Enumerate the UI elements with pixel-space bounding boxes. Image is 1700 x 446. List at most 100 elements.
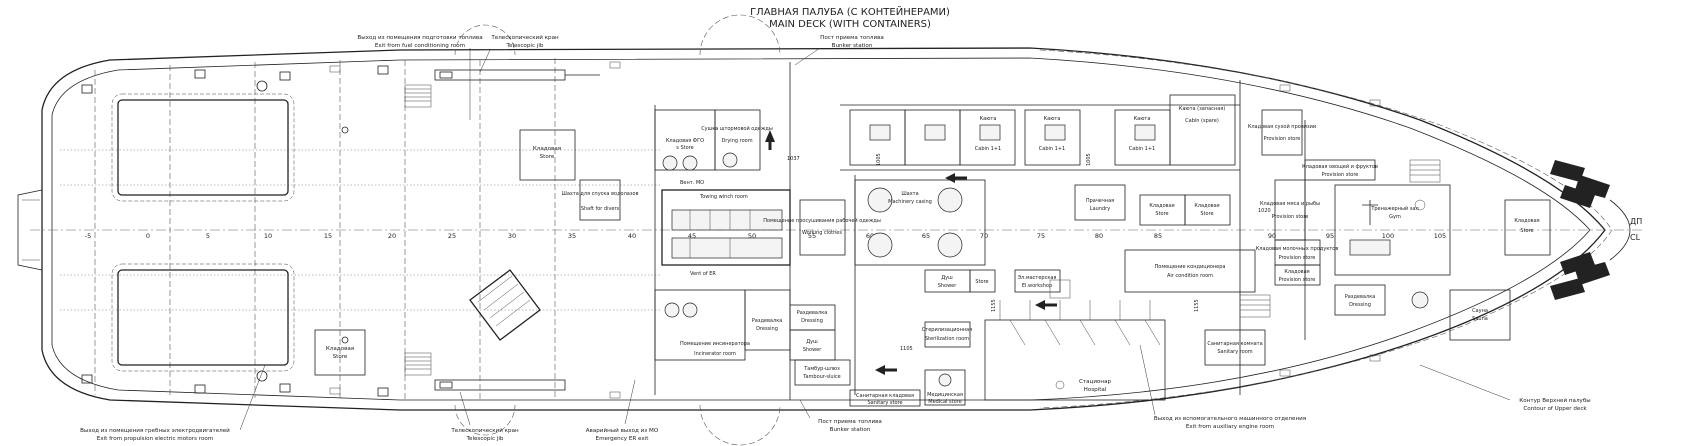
callout-bunker-top-en: Bunker station [832,43,873,49]
room-dressing-a-ru: Раздевалка [752,318,783,324]
container-top [117,99,289,196]
room-work-clothes-ru: Помещение просушивания рабочей одежды [763,217,881,224]
midship-zone: Кладовая ФГО s Store Сушка штормовой оде… [654,62,1266,407]
frame-number: 65 [922,232,930,240]
dimension-label: 1005 [1086,153,1092,166]
callout-bunker-bottom-en: Bunker station [830,427,871,433]
room-shower-b-ru: Душ [806,339,818,345]
room-laundry-en: Laundry [1090,206,1110,212]
room-provision-veg-ru: Кладовая овощей и фруктов [1302,163,1378,170]
room-sanitary-room-ru: Санитарная комната [1207,341,1262,347]
container-bottom [117,269,289,366]
frame-number: 5 [206,232,210,240]
room-sanitary-store-en: Sanitary store [867,400,902,406]
room-laundry-ru: Прачечная [1086,198,1114,204]
room-gym-ru: Тренажерный зал [1370,205,1418,212]
room-ffs-store-ru: Кладовая ФГО [666,138,704,144]
room-drying-ru: Сушка штормовой одежды [701,125,773,132]
frame-number: 15 [324,232,332,240]
side-fittings [329,61,1381,399]
callout-bunker-bottom-ru: Пост приема топлива [818,419,882,425]
callout-emergency-en: Emergency ER exit [596,436,650,442]
title-ru: ГЛАВНАЯ ПАЛУБА (С КОНТЕЙНЕРАМИ) [750,5,950,18]
room-store-aft-top-ru: Кладовая [533,146,561,152]
room-incinerator-ru: Помещение инсинератора [680,341,750,347]
room-sterilization-ru: Стерилизационная [922,327,972,333]
dimension-label: 1005 [876,153,882,166]
room-sterilization-en: Sterilization room [925,336,969,342]
aft-cargo-area: Кладовая Store Кладовая Store Шахта для … [60,58,660,400]
room-provision-veg-en: Provision store [1322,172,1359,178]
frame-number: 30 [508,232,516,240]
room-cabin-1-ru: Каюта [980,116,997,122]
room-store-aft-top-en: Store [540,154,555,160]
frame-number: 85 [1154,232,1162,240]
room-work-clothes-en: Working clothes [802,230,842,236]
room-store-fwd-ru: Кладовая [1514,218,1539,224]
room-cabin-2-ru: Каюта [1044,116,1061,122]
room-provision-meat-en: Provision store [1272,214,1309,220]
dimension-label: 1155 [991,299,997,312]
frame-number: 95 [1326,232,1334,240]
dimension-label: 1105 [900,346,913,352]
frame-number: 55 [808,232,816,240]
room-towing-en: Towing winch room [699,194,748,200]
room-medical-store-en: Medical store [928,399,961,405]
room-provision-low-ru: Кладовая [1284,269,1309,275]
room-shower-b-en: Shower [803,347,823,353]
fore-section: Кладовая сухой провизии Provision store … [1049,80,1631,395]
escape-arrows [765,130,1057,375]
room-el-workshop-en: El.workshop [1022,283,1052,289]
room-hospital-ru: Стационар [1079,379,1112,385]
callout-bunker-top-ru: Пост приема топлива [820,35,884,41]
room-store-aft-bottom-en: Store [333,354,348,360]
frame-number: 90 [1268,232,1276,240]
dimensions: 1037 1005 1005 1020 1105 1155 1155 [787,153,1271,352]
room-shower-mid-en: Shower [938,283,958,289]
callout-fuel-exit-ru: Выход из помещения подготовки топлива [357,35,482,41]
callout-jib-bottom-en: Telescopic jib [466,436,504,442]
frame-number: 35 [568,232,576,240]
callout-jib-top-en: Telescopic jib [506,43,544,49]
callout-upper-deck-en: Contour of Upper deck [1523,406,1587,412]
frame-number: 45 [688,232,696,240]
frame-number: 20 [388,232,396,240]
store-aft-bottom-box [314,329,366,376]
room-cabin-spare-en: Cabin (spare) [1185,118,1219,124]
room-sauna-en: Sauna [1472,316,1488,322]
room-hospital-en: Hospital [1084,387,1107,393]
callout-upper-deck-ru: Контур Верхней палубы [1519,397,1590,404]
room-sauna-ru: Сауна [1472,308,1488,314]
room-store-b-en: Store [1200,211,1213,217]
room-dressing-b-en: Dressing [801,318,823,324]
store-aft-top-box [519,129,576,181]
dimension-label: 1155 [1194,299,1200,312]
room-ffs-store-en: s Store [676,145,693,151]
callouts-top: Выход из помещения подготовки топлива Ex… [357,34,884,120]
frame-number: 25 [448,232,456,240]
crane-reach [454,14,781,446]
room-store-b-ru: Кладовая [1194,203,1219,209]
room-el-workshop-ru: Эл.мастерская [1018,275,1057,281]
frame-number: 105 [1434,232,1446,240]
room-dressing-b-ru: Раздевалка [797,310,828,316]
room-vent-mo-ru: Вент. МО [680,180,704,186]
dimension-label: 1037 [787,156,800,162]
room-cabin-3-en: Cabin 1+1 [1129,146,1155,152]
frame-number: -5 [85,232,91,240]
crane-cradle [469,269,541,341]
room-shower-mid-ru: Душ [941,275,953,281]
frame-number: 0 [146,232,150,240]
title-en: MAIN DECK (WITH CONTAINERS) [769,19,931,30]
room-aircon-en: Air condition room [1167,273,1213,279]
room-provision-top-ru: Кладовая сухой провизии [1248,123,1316,130]
room-provision-milk-ru: Кладовая молочных продуктов [1256,246,1339,252]
room-medical-store-ru: Медицинская [927,392,963,398]
frame-number: 50 [748,232,756,240]
room-shaft-mach-ru: Шахта [901,191,918,197]
room-dressing-a-en: Dressing [756,326,778,332]
room-drying-en: Drying room [721,138,752,144]
room-provision-milk-en: Provision store [1279,255,1316,261]
room-provision-top-en: Provision store [1264,136,1301,142]
room-store-a-ru: Кладовая [1149,203,1174,209]
